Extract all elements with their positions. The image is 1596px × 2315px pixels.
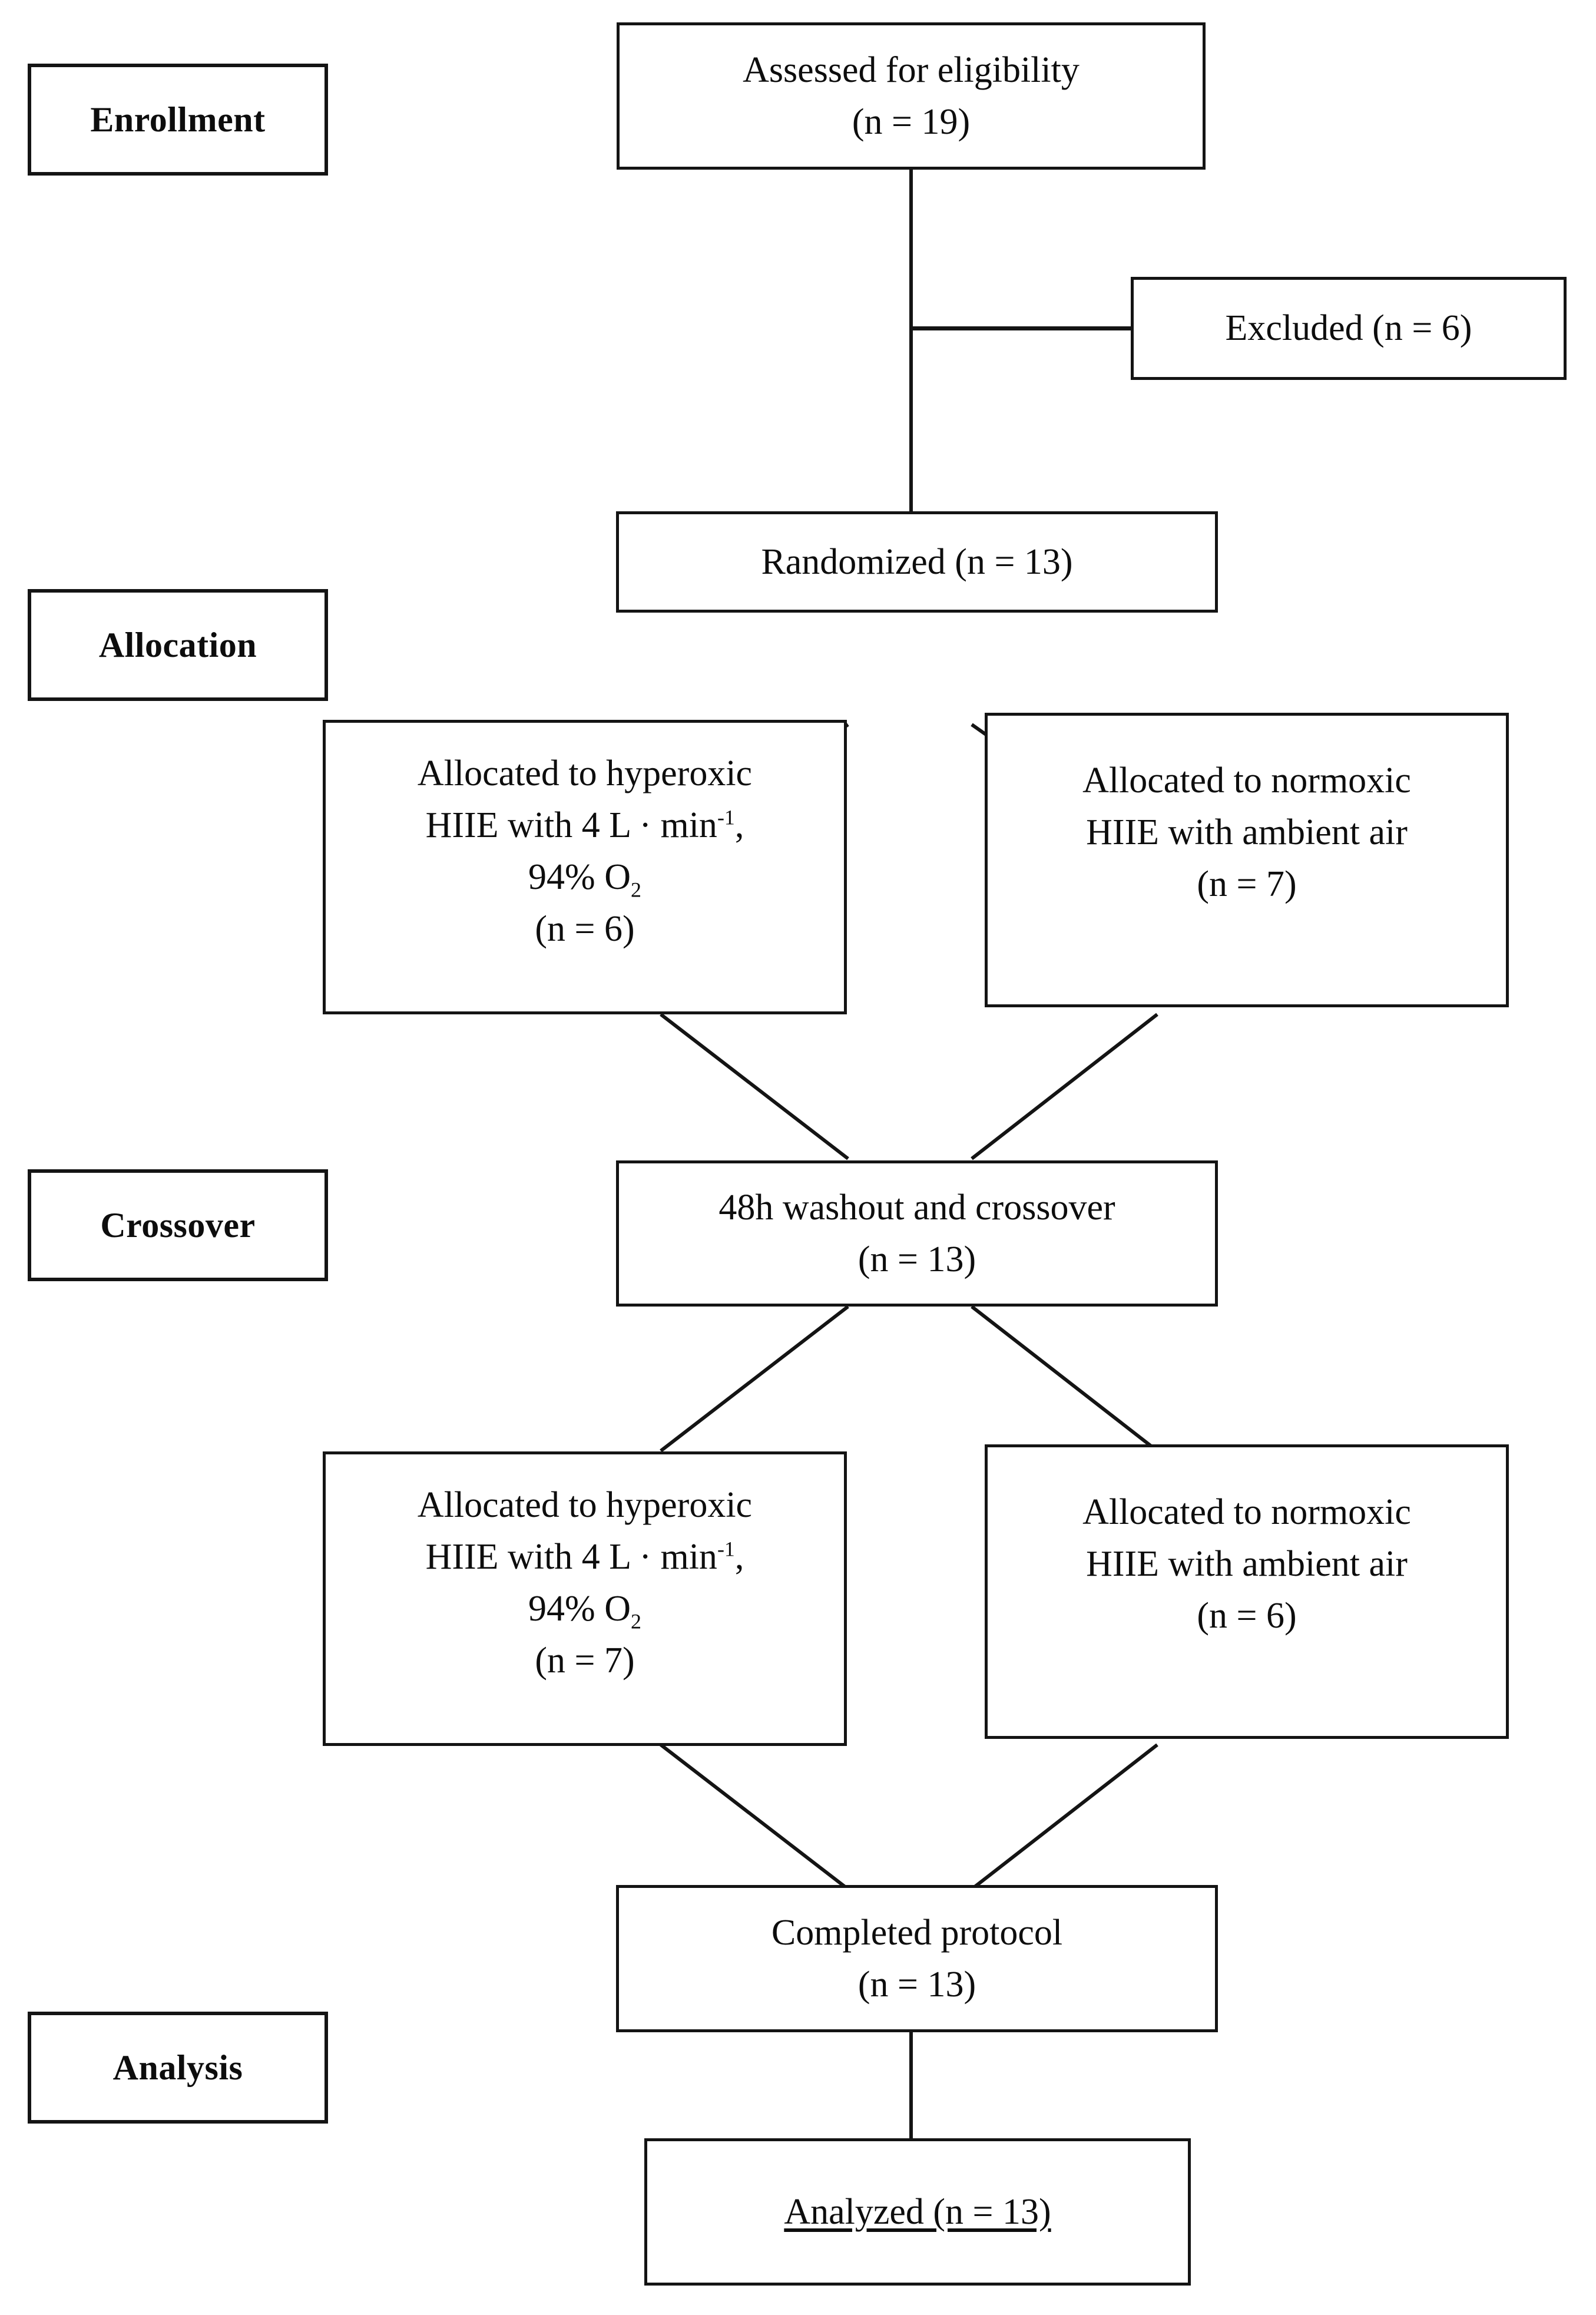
alloc-hyperoxic-1-line-2: HIIE with 4 L · min-1,: [426, 799, 744, 851]
alloc-hyperoxic-2-line-2-post: ,: [734, 1537, 744, 1577]
stage-label-analysis: Analysis: [28, 2012, 328, 2124]
alloc-hyperoxic-1-line-2-post: ,: [734, 805, 744, 846]
alloc-normoxic-2-line-3: (n = 6): [1197, 1596, 1297, 1636]
node-analyzed: Analyzed (n = 13): [644, 2138, 1191, 2286]
alloc-normoxic-2-line-1: Allocated to normoxic: [1082, 1492, 1411, 1532]
node-excluded: Excluded (n = 6): [1131, 277, 1567, 380]
alloc-hyperoxic-1-line-3: 94% O2: [528, 851, 641, 903]
alloc-hyperoxic-2-line-4: (n = 7): [535, 1641, 635, 1681]
alloc-hyperoxic-1-line-2-exponent: -1: [717, 805, 735, 829]
stage-label-enrollment-text: Enrollment: [90, 100, 266, 139]
stage-label-allocation: Allocation: [28, 589, 328, 701]
completed-line-2: (n = 13): [857, 1965, 976, 2005]
node-allocated-normoxic-period-1: Allocated to normoxic HIIE with ambient …: [985, 713, 1509, 1007]
node-allocated-hyperoxic-period-2: Allocated to hyperoxic HIIE with 4 L · m…: [323, 1451, 847, 1746]
connector-allocations-to-completed: [660, 1743, 1158, 1891]
washout-line-1: 48h washout and crossover: [718, 1187, 1115, 1228]
node-completed-protocol: Completed protocol (n = 13): [616, 1885, 1218, 2032]
alloc-hyperoxic-2-line-3-subscript: 2: [630, 1609, 641, 1633]
stage-label-crossover: Crossover: [28, 1169, 328, 1281]
stage-label-analysis-text: Analysis: [112, 2048, 243, 2087]
excluded-line-1: Excluded (n = 6): [1225, 308, 1472, 349]
randomized-line-1: Randomized (n = 13): [761, 541, 1073, 582]
alloc-hyperoxic-1-line-3-subscript: 2: [630, 878, 641, 902]
assessed-line-1: Assessed for eligibility: [743, 49, 1080, 90]
completed-line-1: Completed protocol: [771, 1912, 1063, 1953]
alloc-hyperoxic-1-line-3-pre: 94% O: [528, 857, 631, 898]
alloc-hyperoxic-1-line-1: Allocated to hyperoxic: [417, 753, 753, 793]
alloc-hyperoxic-2-line-2-pre: HIIE with 4 L · min: [425, 1537, 717, 1577]
alloc-normoxic-1-line-3: (n = 7): [1197, 864, 1297, 905]
alloc-hyperoxic-2-line-2-exponent: -1: [717, 1537, 735, 1561]
node-randomized: Randomized (n = 13): [616, 511, 1218, 613]
alloc-hyperoxic-2-line-3: 94% O2: [528, 1583, 641, 1635]
connector-washout-to-allocations: [660, 1305, 1158, 1453]
alloc-hyperoxic-1-line-4: (n = 6): [535, 909, 635, 950]
alloc-normoxic-1-line-1: Allocated to normoxic: [1082, 760, 1411, 801]
alloc-hyperoxic-2-line-1: Allocated to hyperoxic: [417, 1485, 753, 1525]
alloc-normoxic-2-line-2: HIIE with ambient air: [1086, 1544, 1408, 1585]
node-allocated-hyperoxic-period-1: Allocated to hyperoxic HIIE with 4 L · m…: [323, 720, 847, 1014]
analyzed-line-1: Analyzed (n = 13): [784, 2191, 1051, 2232]
connector-trunk-to-excluded: [909, 326, 1133, 330]
washout-line-2: (n = 13): [857, 1239, 976, 1279]
node-assessed-for-eligibility: Assessed for eligibility (n = 19): [617, 22, 1206, 170]
node-allocated-normoxic-period-2: Allocated to normoxic HIIE with ambient …: [985, 1444, 1509, 1739]
connector-completed-to-analyzed: [909, 2003, 913, 2141]
node-washout-and-crossover: 48h washout and crossover (n = 13): [616, 1160, 1218, 1307]
stage-label-enrollment: Enrollment: [28, 64, 328, 176]
assessed-line-2: (n = 19): [852, 102, 971, 142]
stage-label-crossover-text: Crossover: [100, 1205, 256, 1245]
connector-allocations-to-washout: [660, 1013, 1158, 1160]
connector-assessed-to-randomized: [909, 170, 913, 517]
stage-label-allocation-text: Allocation: [98, 625, 257, 664]
alloc-normoxic-1-line-2: HIIE with ambient air: [1086, 812, 1408, 853]
alloc-hyperoxic-2-line-2: HIIE with 4 L · min-1,: [426, 1531, 744, 1583]
alloc-hyperoxic-2-line-3-pre: 94% O: [528, 1589, 631, 1629]
alloc-hyperoxic-1-line-2-pre: HIIE with 4 L · min: [425, 805, 717, 846]
